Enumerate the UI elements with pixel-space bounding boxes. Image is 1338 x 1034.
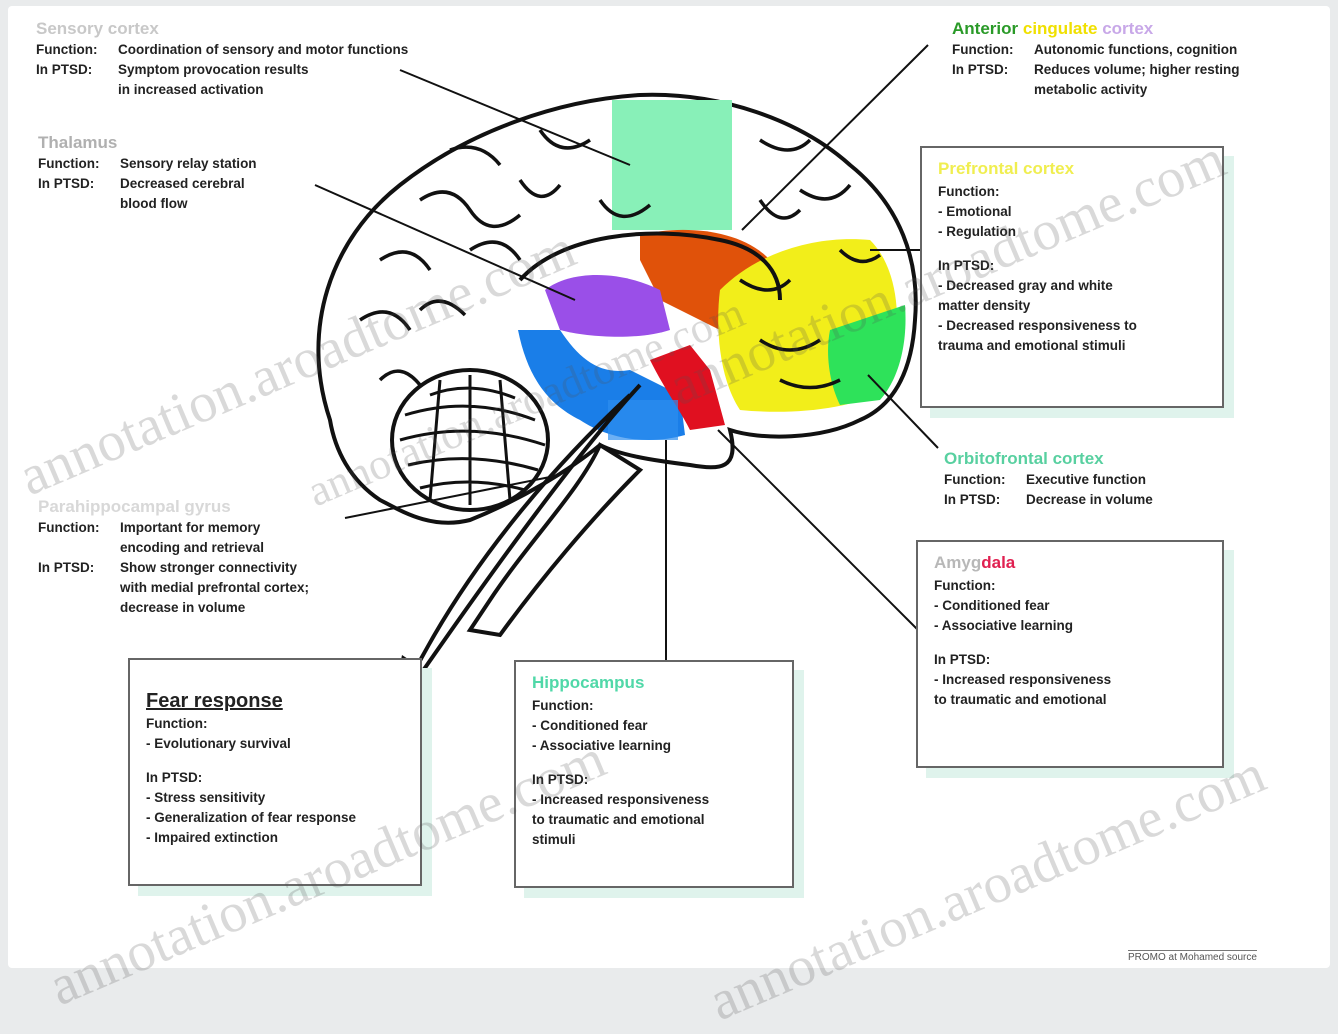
fear-response-title: Fear response <box>146 690 404 712</box>
credit-text: PROMO at Mohamed source <box>1128 950 1257 963</box>
fear-ptsd-key: In PTSD: <box>146 768 404 788</box>
amygdala-title-b: dala <box>981 553 1015 572</box>
thalamus-ptsd-text: Decreased cerebral blood flow <box>120 174 318 214</box>
cingulate-ptsd-key: In PTSD: <box>952 60 1034 100</box>
amygdala-function-key: Function: <box>934 576 1206 596</box>
sensory-ptsd-text: Symptom provocation results in increased… <box>118 60 506 100</box>
fear-function-key: Function: <box>146 714 404 734</box>
parahippocampal-function-key: Function: <box>38 518 120 558</box>
fear-function-list: - Evolutionary survival <box>146 734 404 754</box>
diagram-stage: Sensory cortex Function:Coordination of … <box>0 0 1338 975</box>
anterior-cingulate-label: Anterior cingulate cortex Function:Auton… <box>952 18 1312 100</box>
thalamus-title: Thalamus <box>38 132 318 154</box>
amygdala-ptsd-key: In PTSD: <box>934 650 1206 670</box>
leader-amygdala <box>718 430 918 630</box>
anterior-cingulate-title-c: cortex <box>1102 19 1153 38</box>
orbitofrontal-ptsd-text: Decrease in volume <box>1026 490 1264 510</box>
orbitofrontal-function-key: Function: <box>944 470 1026 490</box>
sensory-ptsd-key: In PTSD: <box>36 60 118 100</box>
amygdala-ptsd-list: - Increased responsiveness to traumatic … <box>934 670 1206 710</box>
thalamus-ptsd-key: In PTSD: <box>38 174 120 214</box>
cingulate-function-text: Autonomic functions, cognition <box>1034 40 1312 60</box>
amygdala-box: Amygdala Function: - Conditioned fear - … <box>916 540 1224 768</box>
hippocampus-function-key: Function: <box>532 696 776 716</box>
cingulate-function-key: Function: <box>952 40 1034 60</box>
orbitofrontal-label: Orbitofrontal cortex Function:Executive … <box>944 448 1264 510</box>
sensory-function-text: Coordination of sensory and motor functi… <box>118 40 506 60</box>
thalamus-label: Thalamus Function:Sensory relay station … <box>38 132 318 214</box>
cingulate-ptsd-text: Reduces volume; higher resting metabolic… <box>1034 60 1312 100</box>
thalamus-function-key: Function: <box>38 154 120 174</box>
parahippocampal-function-text: Important for memory encoding and retrie… <box>120 518 368 558</box>
anterior-cingulate-title: Anterior cingulate cortex <box>952 18 1312 40</box>
orbitofrontal-title: Orbitofrontal cortex <box>944 448 1264 470</box>
orbitofrontal-ptsd-key: In PTSD: <box>944 490 1026 510</box>
amygdala-title-a: Amyg <box>934 553 981 572</box>
orbitofrontal-function-text: Executive function <box>1026 470 1264 490</box>
parahippocampal-ptsd-text: Show stronger connectivity with medial p… <box>120 558 368 618</box>
anterior-cingulate-title-a: Anterior <box>952 19 1018 38</box>
hippocampus-title: Hippocampus <box>532 672 776 694</box>
sensory-cortex-label: Sensory cortex Function:Coordination of … <box>36 18 506 100</box>
amygdala-function-list: - Conditioned fear - Associative learnin… <box>934 596 1206 636</box>
sensory-function-key: Function: <box>36 40 118 60</box>
thalamus-function-text: Sensory relay station <box>120 154 318 174</box>
anterior-cingulate-title-b: cingulate <box>1023 19 1098 38</box>
amygdala-title: Amygdala <box>934 552 1206 574</box>
parahippocampal-ptsd-key: In PTSD: <box>38 558 120 618</box>
sensory-cortex-title: Sensory cortex <box>36 18 506 40</box>
